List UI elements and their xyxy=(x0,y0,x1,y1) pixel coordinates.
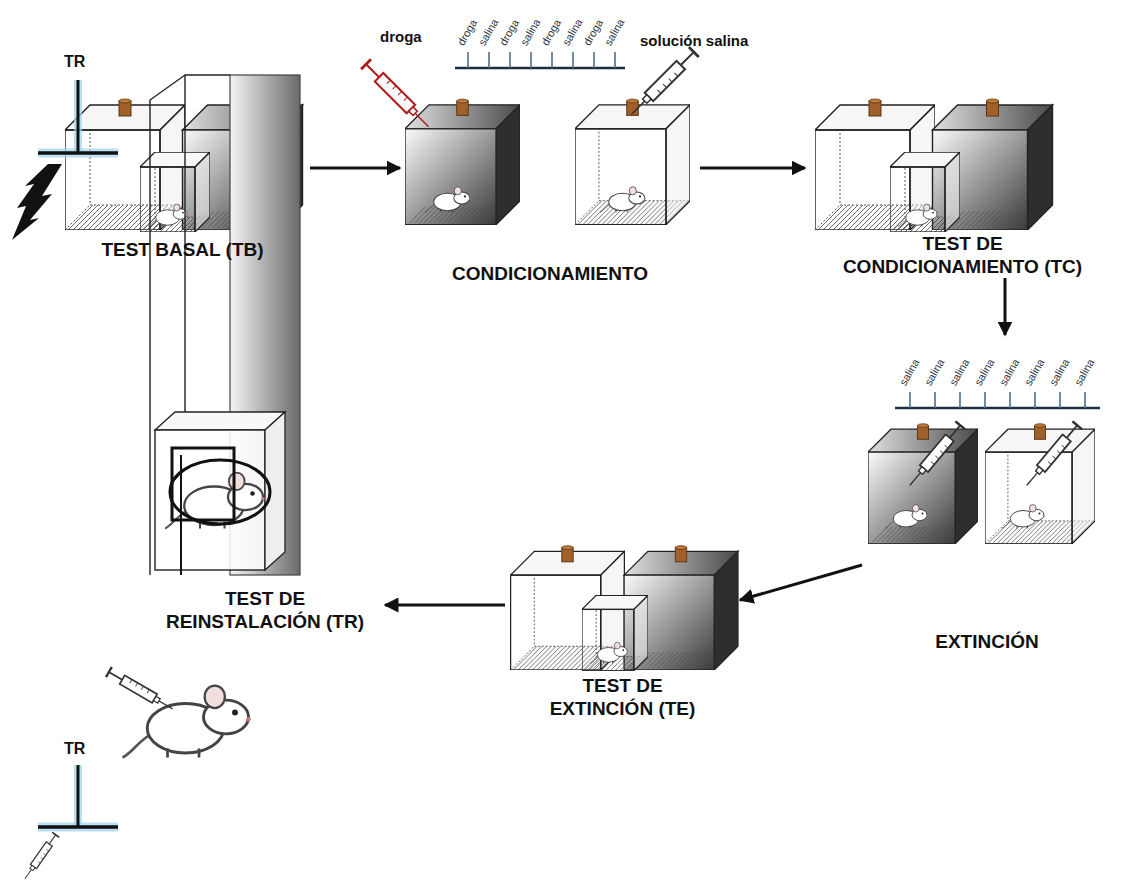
stage-panel: TEST DE REINSTALACIÓN (TR) xyxy=(145,70,385,633)
timeline-label: droga xyxy=(455,17,480,48)
flow-arrow xyxy=(385,604,505,607)
flow-arrow xyxy=(1004,278,1007,335)
timeline-label: salina xyxy=(1072,357,1098,388)
timeline-label: salina xyxy=(972,357,998,388)
stage-panel: CONDICIONAMIENTO xyxy=(400,90,700,285)
timeline-label: salina xyxy=(602,17,628,48)
extinction-boxes xyxy=(868,420,1095,544)
session-timeline xyxy=(455,52,625,68)
stage-caption: TEST DE REINSTALACIÓN (TR) xyxy=(156,587,374,633)
timeline-label: droga xyxy=(539,17,564,48)
stage-panel: TEST DE CONDICIONAMIENTO (TC) xyxy=(805,90,1120,278)
flow-arrow xyxy=(740,565,862,600)
syringe xyxy=(626,46,700,120)
conditioning-boxes xyxy=(360,46,700,225)
timeline-label: salina xyxy=(947,357,973,388)
annotation-label: TR xyxy=(64,740,85,758)
stage-caption: TEST DE EXTINCIÓN (TE) xyxy=(540,674,705,720)
annotation-label: solución salina xyxy=(640,32,748,49)
stage-caption: TEST DE CONDICIONAMIENTO (TC) xyxy=(835,232,1090,278)
place-preference-box xyxy=(815,99,1053,232)
reinstatement-apparatus xyxy=(150,75,300,575)
footshock-symbol xyxy=(12,164,62,240)
timeline-label: salina xyxy=(1047,357,1073,388)
timeline-label: salina xyxy=(560,17,586,48)
stage-caption: CONDICIONAMIENTO xyxy=(405,262,695,285)
flow-arrow xyxy=(310,167,400,170)
syringe xyxy=(360,58,434,132)
session-timeline xyxy=(895,392,1100,408)
syringe xyxy=(21,832,60,882)
annotation-label: droga xyxy=(380,28,422,45)
annotation-label: TR xyxy=(64,53,85,71)
timeline-label: droga xyxy=(497,17,522,48)
timeline-label: salina xyxy=(997,357,1023,388)
stage-panel: TEST DE EXTINCIÓN (TE) xyxy=(505,532,740,720)
trigger-symbol xyxy=(21,666,251,881)
trigger-symbol xyxy=(12,80,118,240)
stage-panel: TEST BASAL (TB) xyxy=(55,90,310,261)
timeline-label: salina xyxy=(1022,357,1048,388)
timeline-label: salina xyxy=(476,17,502,48)
flow-arrow xyxy=(700,167,805,170)
stage-caption: TEST BASAL (TB) xyxy=(59,238,306,261)
timeline-label: droga xyxy=(581,17,606,48)
syringe xyxy=(1022,420,1083,489)
place-preference-box xyxy=(511,546,738,671)
stage-caption: EXTINCIÓN xyxy=(867,630,1107,653)
timeline-label: salina xyxy=(518,17,544,48)
syringe xyxy=(905,420,966,489)
syringe xyxy=(105,666,176,714)
timeline-label: salina xyxy=(897,357,923,388)
timeline-label: salina xyxy=(922,357,948,388)
